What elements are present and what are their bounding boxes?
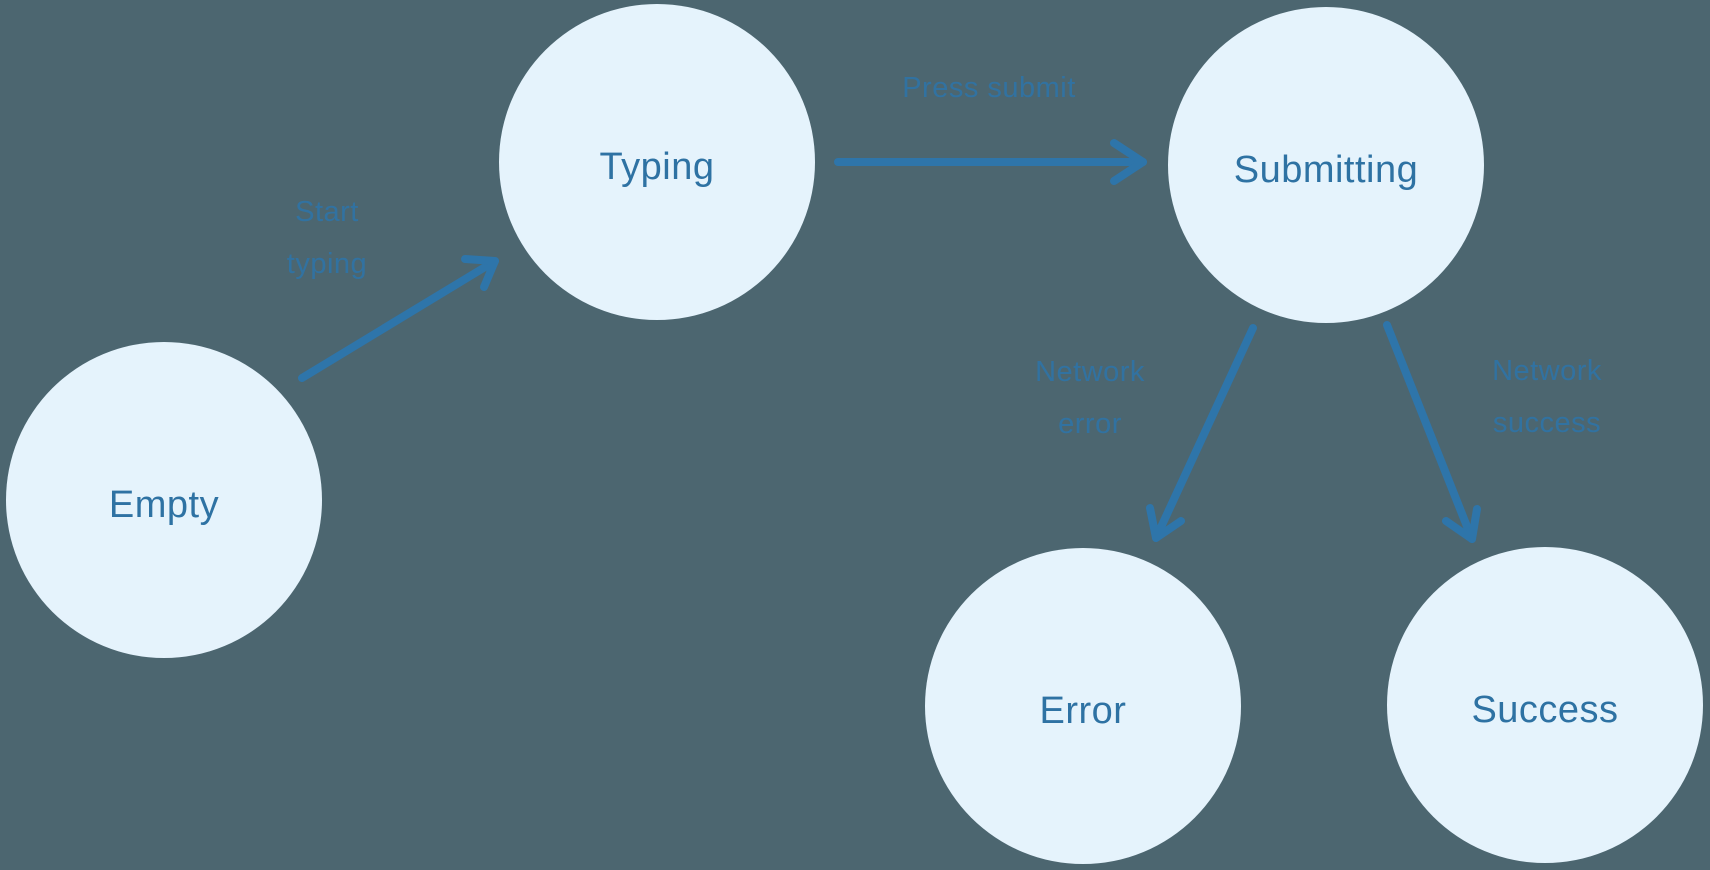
state-node-empty-label: Empty bbox=[108, 483, 220, 526]
state-node-empty: Empty bbox=[6, 342, 322, 658]
state-node-success: Success bbox=[1387, 547, 1703, 863]
state-node-submitting: Submitting bbox=[1168, 7, 1484, 323]
transition-label-start-typing: Start typing bbox=[286, 196, 368, 280]
transition-label-press-submit: Press submit bbox=[902, 72, 1076, 104]
arrow-empty-to-typing bbox=[298, 255, 499, 382]
arrow-typing-to-submitting bbox=[834, 139, 1147, 185]
transition-label-network-error: Network error bbox=[1035, 356, 1145, 440]
state-node-error: Error bbox=[925, 548, 1241, 864]
state-node-error-label: Error bbox=[1039, 689, 1127, 732]
arrow-submitting-to-success bbox=[1383, 321, 1481, 543]
transition-label-network-success: Network success bbox=[1492, 355, 1602, 439]
state-node-success-label: Success bbox=[1471, 688, 1619, 731]
arrow-submitting-to-error bbox=[1146, 324, 1257, 542]
state-node-typing-label: Typing bbox=[599, 145, 715, 188]
state-node-submitting-label: Submitting bbox=[1233, 148, 1419, 191]
state-node-typing: Typing bbox=[499, 4, 815, 320]
